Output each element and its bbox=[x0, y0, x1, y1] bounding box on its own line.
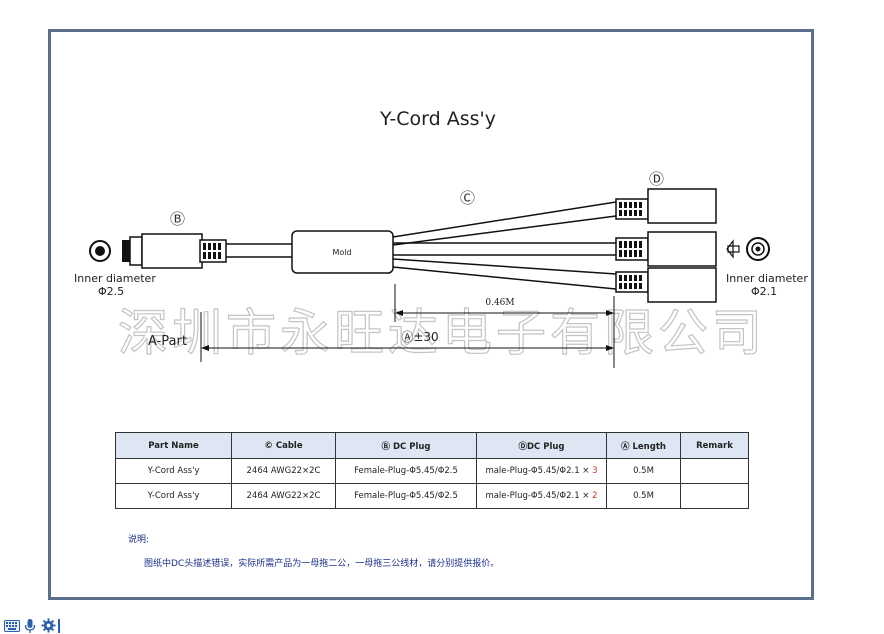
d-dc-plug-bottom bbox=[615, 267, 717, 303]
mold bbox=[291, 230, 394, 274]
cell-cable: 2464 AWG22×2C bbox=[231, 483, 336, 509]
header-d-dc-plug: ⒹDC Plug bbox=[476, 432, 607, 459]
cell-remark bbox=[680, 483, 749, 509]
a-part-label: A-Part bbox=[148, 334, 187, 349]
left-connector-end-icon bbox=[89, 240, 111, 262]
right-connector-end-icon bbox=[726, 237, 770, 261]
drawing-title: Y-Cord Ass'y bbox=[379, 108, 496, 130]
d-plug-quantity: 3 bbox=[592, 466, 598, 476]
cell-part-name: Y-Cord Ass'y bbox=[115, 483, 232, 509]
cell-b-plug: Female-Plug-Φ5.45/Φ2.5 bbox=[335, 458, 477, 484]
left-inner-diameter-value: Φ2.5 bbox=[98, 285, 124, 298]
cell-b-plug: Female-Plug-Φ5.45/Φ2.5 bbox=[335, 483, 477, 509]
callout-c: Ⓒ bbox=[460, 189, 475, 207]
notes-heading: 说明: bbox=[128, 535, 150, 545]
cell-d-plug: male-Plug-Φ5.45/Φ2.1 × 2 bbox=[476, 483, 607, 509]
callout-b: Ⓑ bbox=[170, 210, 185, 228]
microphone-icon[interactable] bbox=[22, 618, 38, 634]
callout-d: Ⓓ bbox=[649, 170, 664, 188]
left-inner-diameter-label: Inner diameter bbox=[74, 272, 156, 285]
header-b-dc-plug: Ⓑ DC Plug bbox=[335, 432, 477, 459]
gear-icon[interactable] bbox=[40, 618, 56, 634]
cell-length: 0.5M bbox=[606, 458, 681, 484]
d-plug-text: male-Plug-Φ5.45/Φ2.1 × bbox=[485, 491, 590, 501]
notes: 说明: 图纸中DC头描述错误，实际所需产品为一母拖二公，一母拖三公线材，请分别提… bbox=[128, 532, 499, 569]
b-dc-plug bbox=[122, 233, 227, 269]
d-plug-quantity: 2 bbox=[592, 491, 598, 501]
cell-d-plug: male-Plug-Φ5.45/Φ2.1 × 3 bbox=[476, 458, 607, 484]
table-row: Y-Cord Ass'y 2464 AWG22×2C Female-Plug-Φ… bbox=[115, 483, 749, 509]
right-inner-diameter-value: Φ2.1 bbox=[751, 285, 777, 298]
header-length: Ⓐ Length bbox=[606, 432, 681, 459]
keyboard-icon[interactable] bbox=[4, 618, 20, 634]
taskbar-divider bbox=[58, 618, 60, 633]
table-header-row: Part Name © Cable Ⓑ DC Plug ⒹDC Plug Ⓐ L… bbox=[115, 432, 749, 459]
cell-remark bbox=[680, 458, 749, 484]
branch-cables bbox=[392, 201, 617, 290]
cell-cable: 2464 AWG22×2C bbox=[231, 458, 336, 484]
cell-part-name: Y-Cord Ass'y bbox=[115, 458, 232, 484]
header-cable: © Cable bbox=[231, 432, 336, 459]
header-remark: Remark bbox=[680, 432, 749, 459]
notes-body: 图纸中DC头描述错误，实际所需产品为一母拖二公，一母拖三公线材，请分别提供报价。 bbox=[144, 559, 500, 569]
header-part-name: Part Name bbox=[115, 432, 232, 459]
mold-label: Mold bbox=[332, 248, 351, 257]
dimension-total-length: Ⓐ±30 bbox=[401, 330, 438, 344]
dimension-branch-length: 0.46M bbox=[485, 298, 514, 308]
cell-length: 0.5M bbox=[606, 483, 681, 509]
right-inner-diameter-label: Inner diameter bbox=[726, 272, 808, 285]
d-plug-text: male-Plug-Φ5.45/Φ2.1 × bbox=[485, 466, 590, 476]
d-dc-plug-top bbox=[615, 188, 717, 224]
table-row: Y-Cord Ass'y 2464 AWG22×2C Female-Plug-Φ… bbox=[115, 458, 749, 484]
dimension-lines bbox=[200, 284, 615, 368]
spec-table: Part Name © Cable Ⓑ DC Plug ⒹDC Plug Ⓐ L… bbox=[115, 432, 749, 509]
d-dc-plug-middle bbox=[615, 231, 717, 267]
taskbar bbox=[4, 617, 60, 634]
